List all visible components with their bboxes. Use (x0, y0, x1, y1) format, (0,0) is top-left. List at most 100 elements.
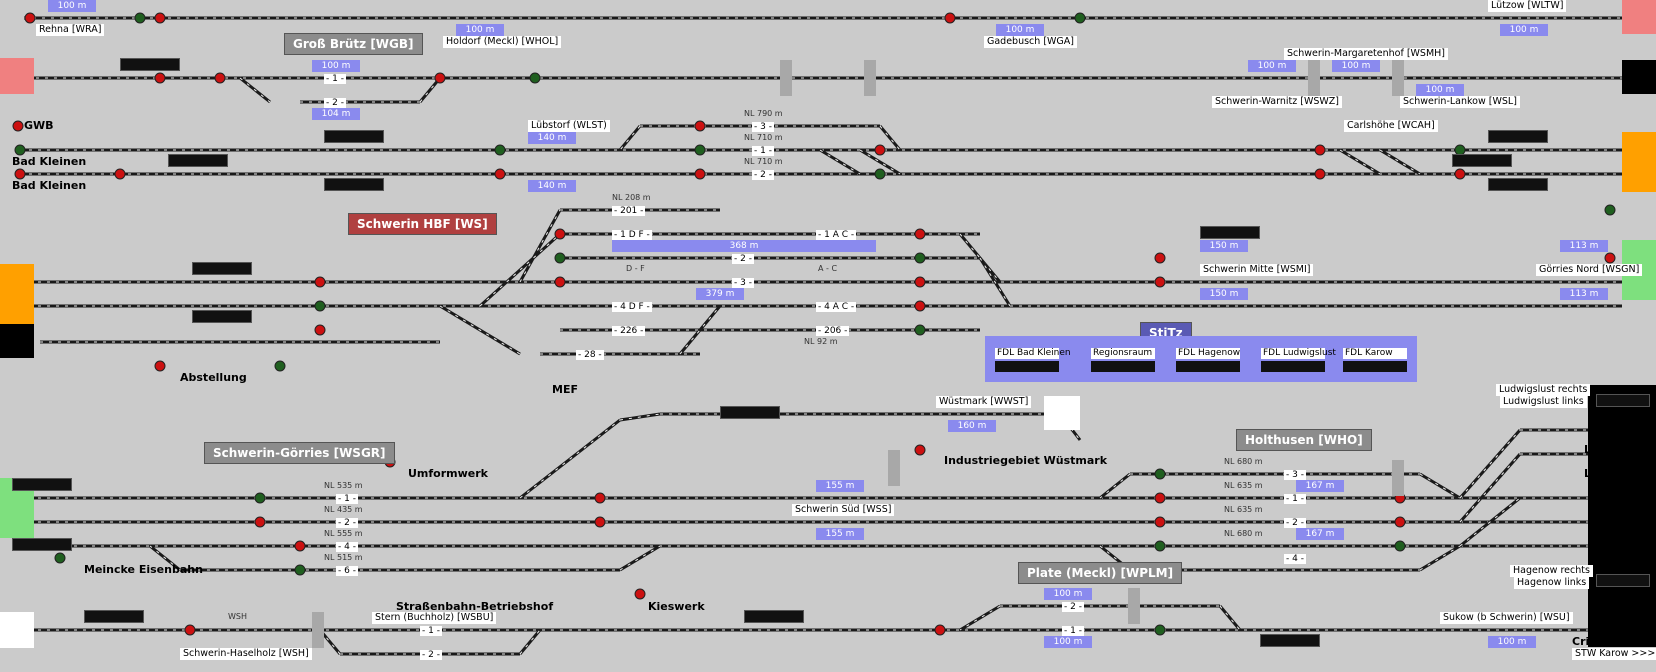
signal-lamp[interactable] (914, 228, 926, 240)
fdl-item[interactable]: FDL Bad Kleinen (995, 348, 1071, 372)
signal-lamp[interactable] (494, 168, 506, 180)
label-goerries-nord[interactable]: Görries Nord [WSGN] (1536, 264, 1643, 276)
track-label[interactable]: - 3 - (752, 122, 774, 132)
signal-lamp[interactable] (154, 72, 166, 84)
train-number-display[interactable] (84, 610, 144, 623)
edge-connector-left-top[interactable] (0, 58, 34, 94)
label-gwb-right2[interactable]: GWB (1602, 540, 1632, 553)
label-luetzow[interactable]: Lützow [WLTW] (1488, 0, 1567, 12)
signal-lamp[interactable] (294, 564, 306, 576)
signal-lamp[interactable] (154, 12, 166, 24)
station-plate[interactable]: Plate (Meckl) [WPLM] (1018, 562, 1183, 584)
track-label[interactable]: - 4 D F - (612, 302, 652, 312)
train-number-display[interactable] (192, 262, 252, 275)
track-label[interactable]: - 1 - (324, 74, 346, 84)
track-label[interactable]: - 1 - (420, 626, 442, 636)
fdl-item[interactable]: FDL Ludwigslust (1261, 348, 1336, 372)
edge-connector-left-mid[interactable] (0, 264, 34, 324)
station-holthusen[interactable]: Holthusen [WHO] (1236, 429, 1372, 451)
signal-lamp[interactable] (914, 324, 926, 336)
signal-lamp[interactable] (24, 12, 36, 24)
fdl-item[interactable]: Regionsraum (1091, 348, 1155, 372)
label-industriegebiet[interactable]: Industriegebiet Wüstmark (944, 454, 1108, 467)
train-number-display[interactable] (1200, 226, 1260, 239)
label-margaretenhof[interactable]: Schwerin-Margaretenhof [WSMH] (1284, 48, 1448, 60)
track-label[interactable]: - 3 - (732, 278, 754, 288)
train-number-display[interactable] (192, 310, 252, 323)
label-gadebusch[interactable]: Gadebusch [WGA] (984, 36, 1077, 48)
track-label[interactable]: - 28 - (576, 350, 604, 360)
station-schwerin-hbf[interactable]: Schwerin HBF [WS] (348, 213, 497, 235)
label-sued[interactable]: Schwerin Süd [WSS] (792, 504, 895, 516)
label-rehna[interactable]: Rehna [WRA] (36, 24, 105, 36)
signal-lamp[interactable] (1154, 624, 1166, 636)
edge-connector-left-black[interactable] (0, 324, 34, 358)
label-gwb-left[interactable]: GWB (24, 119, 54, 132)
label-gwb-right[interactable]: GWB (1602, 408, 1632, 421)
track-label[interactable]: - 226 - (612, 326, 646, 336)
train-number-display[interactable] (1452, 154, 1512, 167)
signal-lamp[interactable] (14, 144, 26, 156)
edge-connector-right-red[interactable] (1622, 0, 1656, 34)
signal-lamp[interactable] (1314, 144, 1326, 156)
signal-lamp[interactable] (914, 276, 926, 288)
track-label[interactable]: - 2 - (732, 254, 754, 264)
fdl-item[interactable]: FDL Hagenow (1176, 348, 1240, 372)
signal-lamp[interactable] (1154, 492, 1166, 504)
track-label[interactable]: - 1 - (336, 494, 358, 504)
signal-lamp[interactable] (914, 252, 926, 264)
label-lankow[interactable]: Schwerin-Lankow [WSL] (1400, 96, 1520, 108)
signal-lamp[interactable] (694, 120, 706, 132)
label-umformwerk[interactable]: Umformwerk (408, 467, 488, 480)
signal-lamp[interactable] (694, 168, 706, 180)
signal-lamp[interactable] (314, 300, 326, 312)
signal-lamp[interactable] (14, 168, 26, 180)
signal-lamp[interactable] (874, 168, 886, 180)
track-label[interactable]: - 2 - (1284, 518, 1306, 528)
train-number-display[interactable] (1488, 130, 1548, 143)
signal-lamp[interactable] (944, 12, 956, 24)
track-label[interactable]: - 2 - (336, 518, 358, 528)
signal-lamp[interactable] (914, 444, 926, 456)
label-hagenow-1[interactable]: Hagenow (1590, 503, 1648, 516)
signal-lamp[interactable] (874, 144, 886, 156)
signal-lamp[interactable] (12, 120, 24, 132)
fdl-item[interactable]: FDL Karow (1343, 348, 1407, 372)
track-label[interactable]: - 1 - (1284, 494, 1306, 504)
signal-lamp[interactable] (554, 228, 566, 240)
train-number-display[interactable] (324, 178, 384, 191)
signal-lamp[interactable] (254, 516, 266, 528)
signal-lamp[interactable] (914, 300, 926, 312)
label-ludwigslust-1[interactable]: Ludwigslust (1584, 443, 1656, 456)
signal-lamp[interactable] (1154, 276, 1166, 288)
track-label[interactable]: - 3 - (1284, 470, 1306, 480)
signal-lamp[interactable] (694, 144, 706, 156)
signal-lamp[interactable] (114, 168, 126, 180)
train-number-display[interactable] (1596, 394, 1650, 407)
signal-lamp[interactable] (214, 72, 226, 84)
signal-lamp[interactable] (1154, 540, 1166, 552)
train-number-display[interactable] (744, 610, 804, 623)
track-label[interactable]: - 4 - (336, 542, 358, 552)
signal-lamp[interactable] (634, 588, 646, 600)
signal-lamp[interactable] (314, 324, 326, 336)
label-warnitz[interactable]: Schwerin-Warnitz [WSWZ] (1212, 96, 1342, 108)
train-number-display[interactable] (1260, 634, 1320, 647)
signal-lamp[interactable] (1154, 516, 1166, 528)
label-wuestmark[interactable]: Wüstmark [WWST] (936, 396, 1032, 408)
signal-lamp[interactable] (54, 552, 66, 564)
signal-lamp[interactable] (1454, 168, 1466, 180)
signal-lamp[interactable] (134, 12, 146, 24)
edge-connector-wuestmark-white[interactable] (1044, 396, 1080, 430)
label-ll-links[interactable]: Ludwigslust links (1500, 396, 1587, 408)
signal-lamp[interactable] (184, 624, 196, 636)
edge-connector-right-black2[interactable] (1588, 385, 1656, 647)
train-number-display[interactable] (12, 478, 72, 491)
label-ludwigslust-2[interactable]: Ludwigslust (1584, 467, 1656, 480)
signal-lamp[interactable] (1394, 516, 1406, 528)
label-stern[interactable]: Stern (Buchholz) [WSBU] (372, 612, 497, 624)
train-number-display[interactable] (720, 406, 780, 419)
signal-lamp[interactable] (594, 492, 606, 504)
station-gross-bruetz[interactable]: Groß Brütz [WGB] (284, 33, 423, 55)
label-luebstorf[interactable]: Lübstorf (WLST) (528, 120, 610, 132)
